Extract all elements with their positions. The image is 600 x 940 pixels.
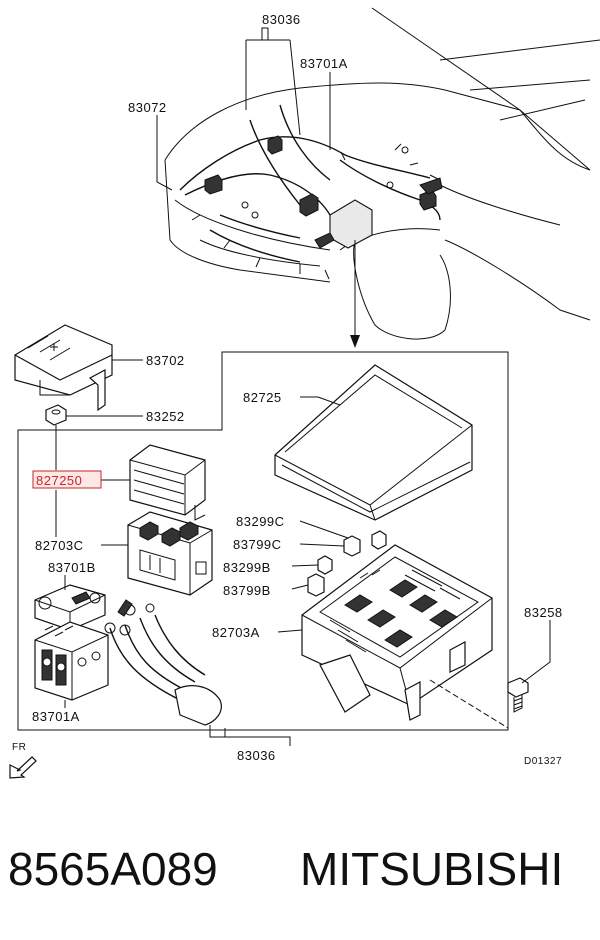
label-83252: 83252 — [146, 409, 185, 424]
nut-83252 — [45, 404, 67, 426]
fuse-block-83701b — [34, 584, 106, 631]
inset-frame — [17, 351, 509, 731]
engine-wiring-harness — [179, 104, 443, 280]
label-83036-top: 83036 — [262, 12, 301, 27]
brand-name: MITSUBISHI — [300, 843, 563, 895]
part-number: 8565A089 — [8, 843, 218, 895]
small-box-82703c — [127, 511, 213, 596]
relay-cover-827250 — [129, 444, 206, 521]
arrow-head — [350, 335, 360, 348]
fuse-block-83701a — [34, 621, 109, 701]
label-83299b: 83299B — [223, 560, 271, 575]
main-relay-box-82703a — [301, 544, 493, 721]
terminal-cover-83702 — [14, 324, 113, 412]
battery-cables-83036 — [104, 599, 222, 726]
label-83799c: 83799C — [233, 537, 282, 552]
label-82703c: 82703C — [35, 538, 84, 553]
label-83701a-inset: 83701A — [32, 709, 80, 724]
label-83036-bottom: 83036 — [237, 748, 276, 763]
label-fr: FR — [12, 742, 26, 753]
label-82725: 82725 — [243, 390, 282, 405]
label-82703a: 82703A — [212, 625, 260, 640]
relays — [307, 530, 387, 597]
label-diagram-code: D01327 — [524, 756, 562, 767]
label-83072: 83072 — [128, 100, 167, 115]
label-83299c: 83299C — [236, 514, 285, 529]
part-labels: 83036 83701A 83072 83702 83252 827250 82… — [12, 12, 563, 767]
label-83258: 83258 — [524, 605, 563, 620]
label-83702: 83702 — [146, 353, 185, 368]
label-827250: 827250 — [36, 473, 82, 488]
label-83701a-top: 83701A — [300, 56, 348, 71]
car-body-illustration — [164, 7, 600, 340]
label-83799b: 83799B — [223, 583, 271, 598]
front-direction-arrow — [9, 756, 37, 779]
box-cover-82725 — [274, 364, 473, 521]
label-83701b: 83701B — [48, 560, 96, 575]
leader-lines — [55, 27, 551, 746]
highlight-box — [32, 470, 102, 489]
caption: 8565A089 MITSUBISHI — [8, 843, 563, 895]
bolt-83258 — [507, 677, 529, 713]
